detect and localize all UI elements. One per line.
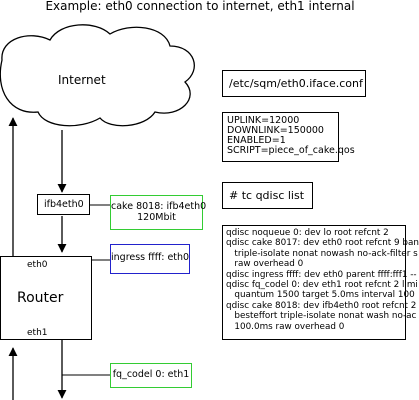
fq-codel-annotation: fq_codel 0: eth1 <box>110 363 192 388</box>
tc-output-line: besteffort triple-isolate nonat wash no-… <box>226 311 417 322</box>
tc-output-line: quantum 1500 target 5.0ms interval 100 <box>226 290 415 301</box>
tc-command-box: # tc qdisc list <box>222 182 313 209</box>
cake-ifb-line-2: 120Mbit <box>137 212 176 223</box>
conf-line: UPLINK=12000 <box>227 115 300 126</box>
cake-ifb-annotation: cake 8018: ifb4eth0 120Mbit <box>110 195 207 230</box>
diagram-title: Example: eth0 connection to internet, et… <box>45 0 355 13</box>
conf-line: ENABLED=1 <box>227 135 286 146</box>
conf-path-box: /etc/sqm/eth0.iface.conf <box>222 70 366 97</box>
conf-line: DOWNLINK=150000 <box>227 125 324 136</box>
ingress-annotation: ingress ffff: eth0 <box>110 244 190 274</box>
cloud-shape <box>0 24 195 127</box>
conf-line: SCRIPT=piece_of_cake.qos <box>227 145 355 156</box>
tc-output-line: qdisc noqueue 0: dev lo root refcnt 2 <box>226 228 389 238</box>
tc-output-line: raw overhead 0 <box>226 259 304 270</box>
router-label: Router <box>17 290 64 306</box>
ingress-label: ingress ffff: eth0 <box>111 252 190 263</box>
cloud-label: Internet <box>58 73 106 87</box>
tc-output-line: qdisc ingress ffff: dev eth0 parent ffff… <box>226 269 417 280</box>
ifb-label: ifb4eth0 <box>44 199 84 210</box>
ifb-box: ifb4eth0 <box>37 194 90 215</box>
router-eth1-label: eth1 <box>27 328 48 338</box>
tc-output-line: qdisc fq_codel 0: dev eth1 root refcnt 2… <box>226 280 418 291</box>
tc-output-line: 100.0ms raw overhead 0 <box>226 321 345 332</box>
tc-output-line: qdisc cake 8017: dev eth0 root refcnt 9 … <box>226 238 419 249</box>
diagram-connectors <box>0 24 195 400</box>
fq-codel-label: fq_codel 0: eth1 <box>112 369 190 380</box>
router-box: eth0 Router eth1 <box>0 256 92 340</box>
tc-output-line: triple-isolate nonat nowash no-ack-filte… <box>226 248 418 259</box>
router-eth0-label: eth0 <box>27 260 48 270</box>
tc-output-box: qdisc noqueue 0: dev lo root refcnt 2 qd… <box>222 225 419 340</box>
tc-output-line: qdisc cake 8018: dev ifb4eth0 root refcn… <box>226 300 417 311</box>
cake-ifb-line-1: cake 8018: ifb4eth0 <box>111 201 207 212</box>
tc-command-label: # tc qdisc list <box>229 189 305 202</box>
conf-content-box: UPLINK=12000 DOWNLINK=150000 ENABLED=1 S… <box>222 112 355 162</box>
conf-path-label: /etc/sqm/eth0.iface.conf <box>229 77 363 90</box>
